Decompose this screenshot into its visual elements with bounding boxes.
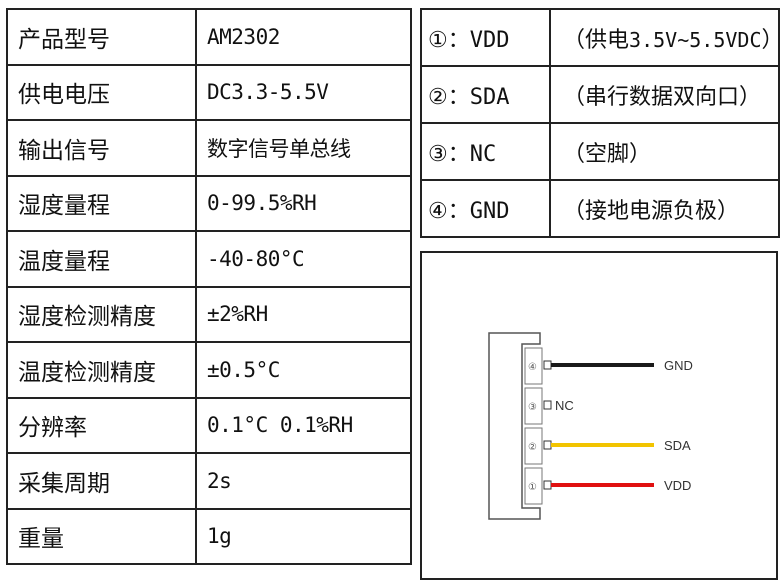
spec-value: 1g: [195, 507, 412, 565]
pin-desc-close: ）: [761, 28, 777, 53]
pin-desc-text: 供电: [585, 27, 630, 53]
spec-label: 温度量程: [6, 230, 197, 288]
pin-name-cell: ②：SDA: [420, 65, 551, 124]
pin-name: VDD: [469, 27, 510, 53]
gnd-label: GND: [664, 358, 693, 373]
pin-number-4: ④: [528, 362, 537, 373]
pin-description: （空脚）: [549, 122, 780, 181]
spec-row: 温度量程-40-80°C: [6, 230, 412, 288]
spec-label: 供电电压: [6, 63, 197, 121]
sda-label: SDA: [664, 438, 691, 453]
spec-value: 2s: [195, 452, 412, 510]
vdd-label: VDD: [664, 478, 691, 493]
spec-value: AM2302: [195, 8, 412, 66]
pin-number-2: ②: [528, 442, 537, 453]
pin-number: ③: [428, 141, 448, 167]
pin-desc-text: 接地电源负极: [585, 198, 718, 224]
pin-number-1: ①: [528, 482, 537, 493]
pin-table: ①：VDD（供电3.5V~5.5VDC）②：SDA（串行数据双向口）③：NC（空…: [420, 8, 780, 238]
terminal-1: [543, 480, 552, 490]
pin-number-3: ③: [528, 402, 537, 413]
connector-diagram-panel: ④ ③ ② ① GND NC SDA VDD: [420, 251, 778, 580]
spec-label: 温度检测精度: [6, 341, 197, 399]
pin-slot-1: [524, 467, 543, 505]
pin-desc-close: ）: [629, 141, 652, 167]
connector-diagram: ④ ③ ② ① GND NC SDA VDD: [488, 332, 693, 520]
pin-number: ①: [428, 27, 448, 53]
pin-slot-2: [524, 427, 543, 465]
pin-name: NC: [469, 141, 497, 167]
pin-desc-open: （: [563, 27, 586, 53]
spec-label: 分辨率: [6, 396, 197, 454]
spec-label: 湿度量程: [6, 174, 197, 232]
pin-description: （接地电源负极）: [549, 179, 780, 238]
spec-value: 0.1°C 0.1%RH: [195, 396, 412, 454]
pin-slot-4: [524, 347, 543, 385]
pin-separator: ：: [447, 27, 470, 53]
spec-value: ±0.5°C: [195, 341, 412, 399]
spec-value: -40-80°C: [195, 230, 412, 288]
pin-description: （串行数据双向口）: [549, 65, 780, 124]
spec-value: 数字信号单总线: [195, 119, 412, 177]
pin-description: （供电3.5V~5.5VDC）: [549, 8, 780, 67]
spec-label: 产品型号: [6, 8, 197, 66]
connector-housing: [488, 332, 541, 520]
spec-value: ±2%RH: [195, 285, 412, 343]
spec-label: 湿度检测精度: [6, 285, 197, 343]
pin-name: SDA: [469, 84, 510, 110]
pin-desc-open: （: [563, 198, 586, 224]
pin-desc-close: ）: [739, 84, 762, 110]
spec-row: 温度检测精度±0.5°C: [6, 341, 412, 399]
pin-number: ④: [428, 198, 448, 224]
pin-desc-open: （: [563, 141, 586, 167]
spec-label: 采集周期: [6, 452, 197, 510]
pin-desc-text: 空脚: [585, 141, 630, 167]
nc-label: NC: [555, 398, 574, 413]
pin-row: ②：SDA（串行数据双向口）: [420, 65, 780, 124]
spec-label: 重量: [6, 507, 197, 565]
pin-separator: ：: [447, 84, 470, 110]
pin-name: GND: [469, 198, 510, 224]
pin-row: ①：VDD（供电3.5V~5.5VDC）: [420, 8, 780, 67]
pin-desc-close: ）: [717, 198, 740, 224]
pin-name-cell: ④：GND: [420, 179, 551, 238]
spec-value: DC3.3-5.5V: [195, 63, 412, 121]
pin-name-cell: ③：NC: [420, 122, 551, 181]
pin-desc-open: （: [563, 84, 586, 110]
pin-name-cell: ①：VDD: [420, 8, 551, 67]
pin-number: ②: [428, 84, 448, 110]
pin-row: ③：NC（空脚）: [420, 122, 780, 181]
spec-value: 0-99.5%RH: [195, 174, 412, 232]
terminal-3: [543, 400, 552, 410]
terminal-2: [543, 440, 552, 450]
terminal-4: [543, 360, 552, 370]
pin-row: ④：GND（接地电源负极）: [420, 179, 780, 238]
spec-row: 输出信号数字信号单总线: [6, 119, 412, 177]
pin-desc-text: 串行数据双向口: [585, 84, 740, 110]
pin-separator: ：: [447, 141, 470, 167]
pin-separator: ：: [447, 198, 470, 224]
spec-label: 输出信号: [6, 119, 197, 177]
pin-desc-range: 3.5V~5.5VDC: [629, 27, 762, 52]
spec-row: 湿度检测精度±2%RH: [6, 285, 412, 343]
pin-slot-3: [524, 387, 543, 425]
